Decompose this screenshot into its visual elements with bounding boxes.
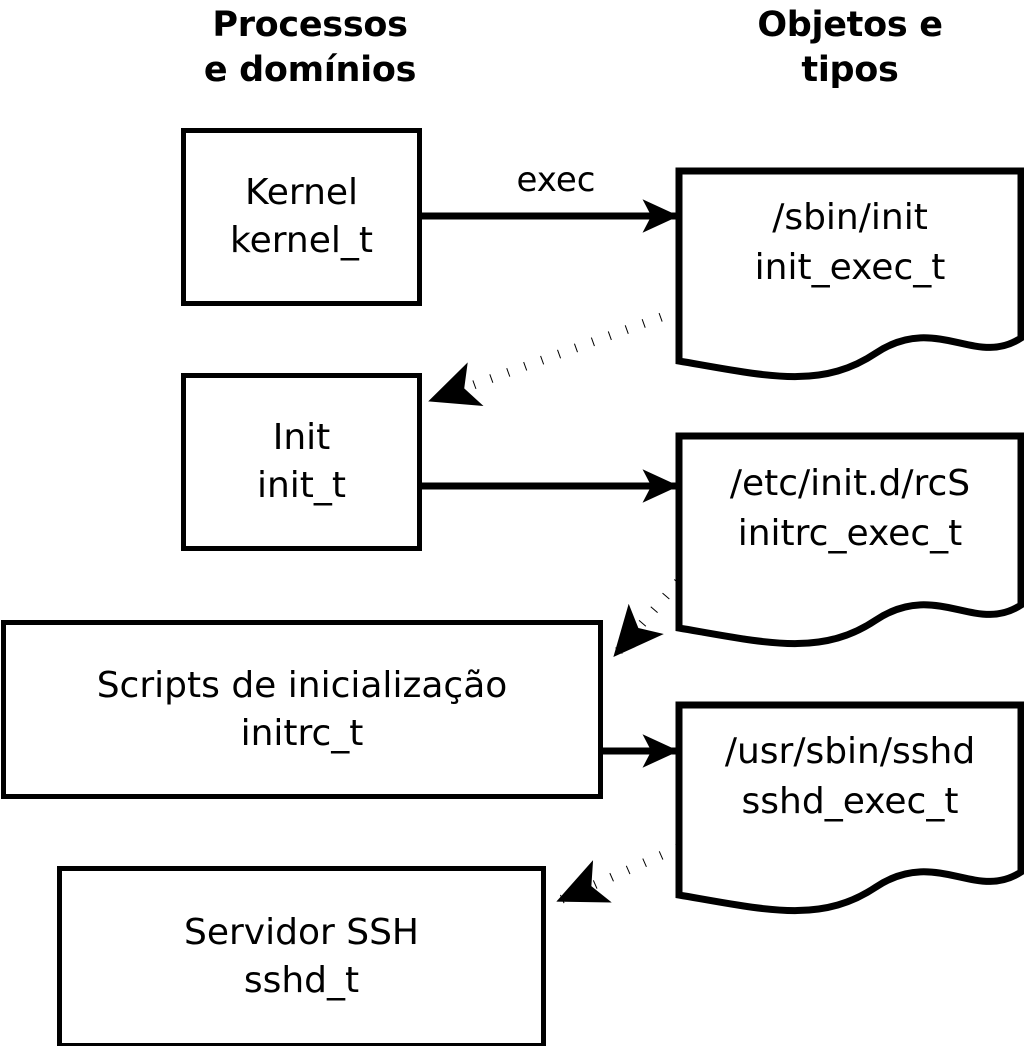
column-header-processes-line2: e domínios <box>203 50 417 90</box>
node-initrc[interactable]: Scripts de inicialização initrc_t <box>1 620 603 799</box>
node-sshd-line2: sshd_t <box>243 960 360 1001</box>
column-header-processes: Processos e domínios <box>115 3 505 93</box>
node-initrc-line2: initrc_t <box>240 712 364 754</box>
node-kernel-line2: kernel_t <box>230 220 373 261</box>
document-shape-sshd-exec <box>675 701 1024 915</box>
edge-label-exec: exec <box>516 160 596 200</box>
column-header-objects-line1: Objetos e <box>757 5 943 45</box>
node-initrc-exec[interactable]: /etc/init.d/rcS initrc_exec_t <box>675 432 1024 650</box>
node-init-exec[interactable]: /sbin/init init_exec_t <box>675 167 1024 381</box>
node-kernel-line1: Kernel <box>244 172 359 213</box>
column-header-objects-line2: tipos <box>801 50 899 90</box>
column-header-objects: Objetos e tipos <box>665 3 1024 93</box>
node-init[interactable]: Init init_t <box>181 373 422 551</box>
node-initrc-line1: Scripts de inicialização <box>96 664 508 706</box>
column-header-processes-line1: Processos <box>212 5 408 45</box>
node-sshd-line1: Servidor SSH <box>183 912 419 953</box>
node-kernel[interactable]: Kernel kernel_t <box>181 128 422 306</box>
edge-init-exec-to-init <box>428 306 680 407</box>
node-sshd-exec[interactable]: /usr/sbin/sshd sshd_exec_t <box>675 701 1024 915</box>
node-init-line1: Init <box>272 417 331 458</box>
edge-sshd-exec-to-sshd <box>556 843 680 905</box>
document-shape-initrc-exec <box>675 432 1024 648</box>
edge-initrc-exec-to-initrc <box>612 579 682 658</box>
document-shape-init-exec <box>675 167 1024 381</box>
node-init-line2: init_t <box>256 465 347 506</box>
node-sshd[interactable]: Servidor SSH sshd_t <box>57 866 546 1046</box>
